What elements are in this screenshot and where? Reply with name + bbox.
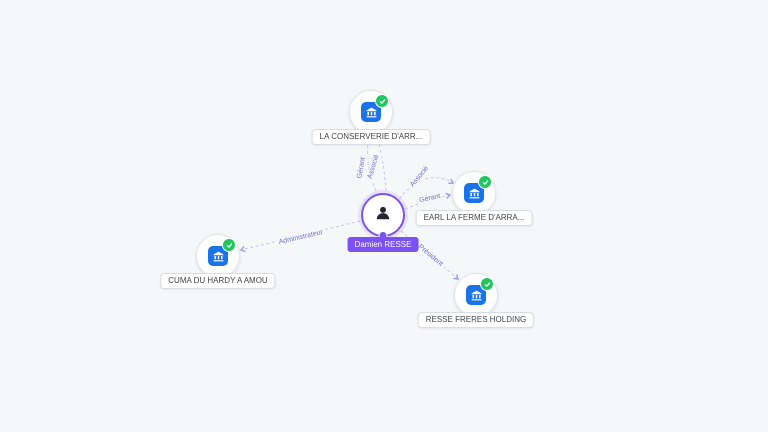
- building-icon: [208, 246, 228, 266]
- company-label[interactable]: LA CONSERVERIE D'ARR...: [311, 129, 431, 145]
- verified-check-icon: [478, 175, 492, 189]
- company-label[interactable]: CUMA DU HARDY A AMOU: [160, 273, 276, 289]
- node-conserverie[interactable]: LA CONSERVERIE D'ARR...: [311, 90, 431, 145]
- company-node-circle[interactable]: [349, 90, 393, 134]
- person-label[interactable]: Damien RESSE: [347, 237, 419, 252]
- person-node-circle[interactable]: [361, 193, 405, 240]
- node-person-damien-resse[interactable]: Damien RESSE: [347, 193, 419, 252]
- company-node-circle[interactable]: [454, 273, 498, 317]
- verified-check-icon: [375, 94, 389, 108]
- node-cuma[interactable]: CUMA DU HARDY A AMOU: [160, 234, 276, 289]
- verified-check-icon: [222, 238, 236, 252]
- verified-check-icon: [480, 277, 494, 291]
- company-node-circle[interactable]: [196, 234, 240, 278]
- company-label[interactable]: RESSE FRERES HOLDING: [417, 312, 535, 328]
- building-icon: [464, 183, 484, 203]
- building-icon: [466, 285, 486, 305]
- edge-person-earl-associe: [395, 177, 455, 204]
- person-icon: [373, 203, 393, 228]
- node-holding[interactable]: RESSE FRERES HOLDING: [417, 273, 535, 328]
- company-node-circle[interactable]: [452, 171, 496, 215]
- company-label[interactable]: EARL LA FERME D'ARRA...: [415, 210, 533, 226]
- node-earl[interactable]: EARL LA FERME D'ARRA...: [415, 171, 533, 226]
- building-icon: [361, 102, 381, 122]
